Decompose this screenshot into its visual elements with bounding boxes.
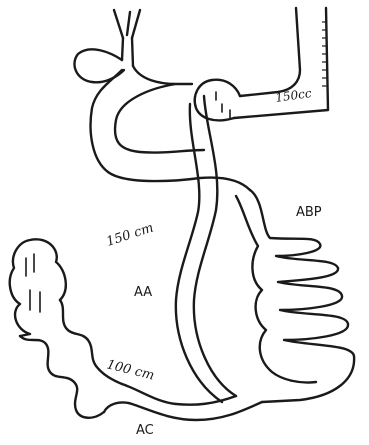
biliopancreatic-limb-label: ABP (296, 205, 322, 220)
pouch-volume-label: 150cc (274, 86, 312, 105)
common-channel-label: AC (136, 423, 154, 438)
alimentary-limb-length-label: 150 cm (105, 221, 156, 250)
alimentary-limb-label: AA (134, 285, 152, 300)
anastomosis-stitches (216, 92, 230, 118)
gallbladder (74, 49, 124, 82)
common-channel (104, 384, 262, 420)
colon (10, 239, 122, 417)
alimentary-limb (176, 96, 236, 402)
biliopancreatic-limb (236, 190, 354, 402)
gastric-pouch-anastomosis (195, 80, 240, 121)
